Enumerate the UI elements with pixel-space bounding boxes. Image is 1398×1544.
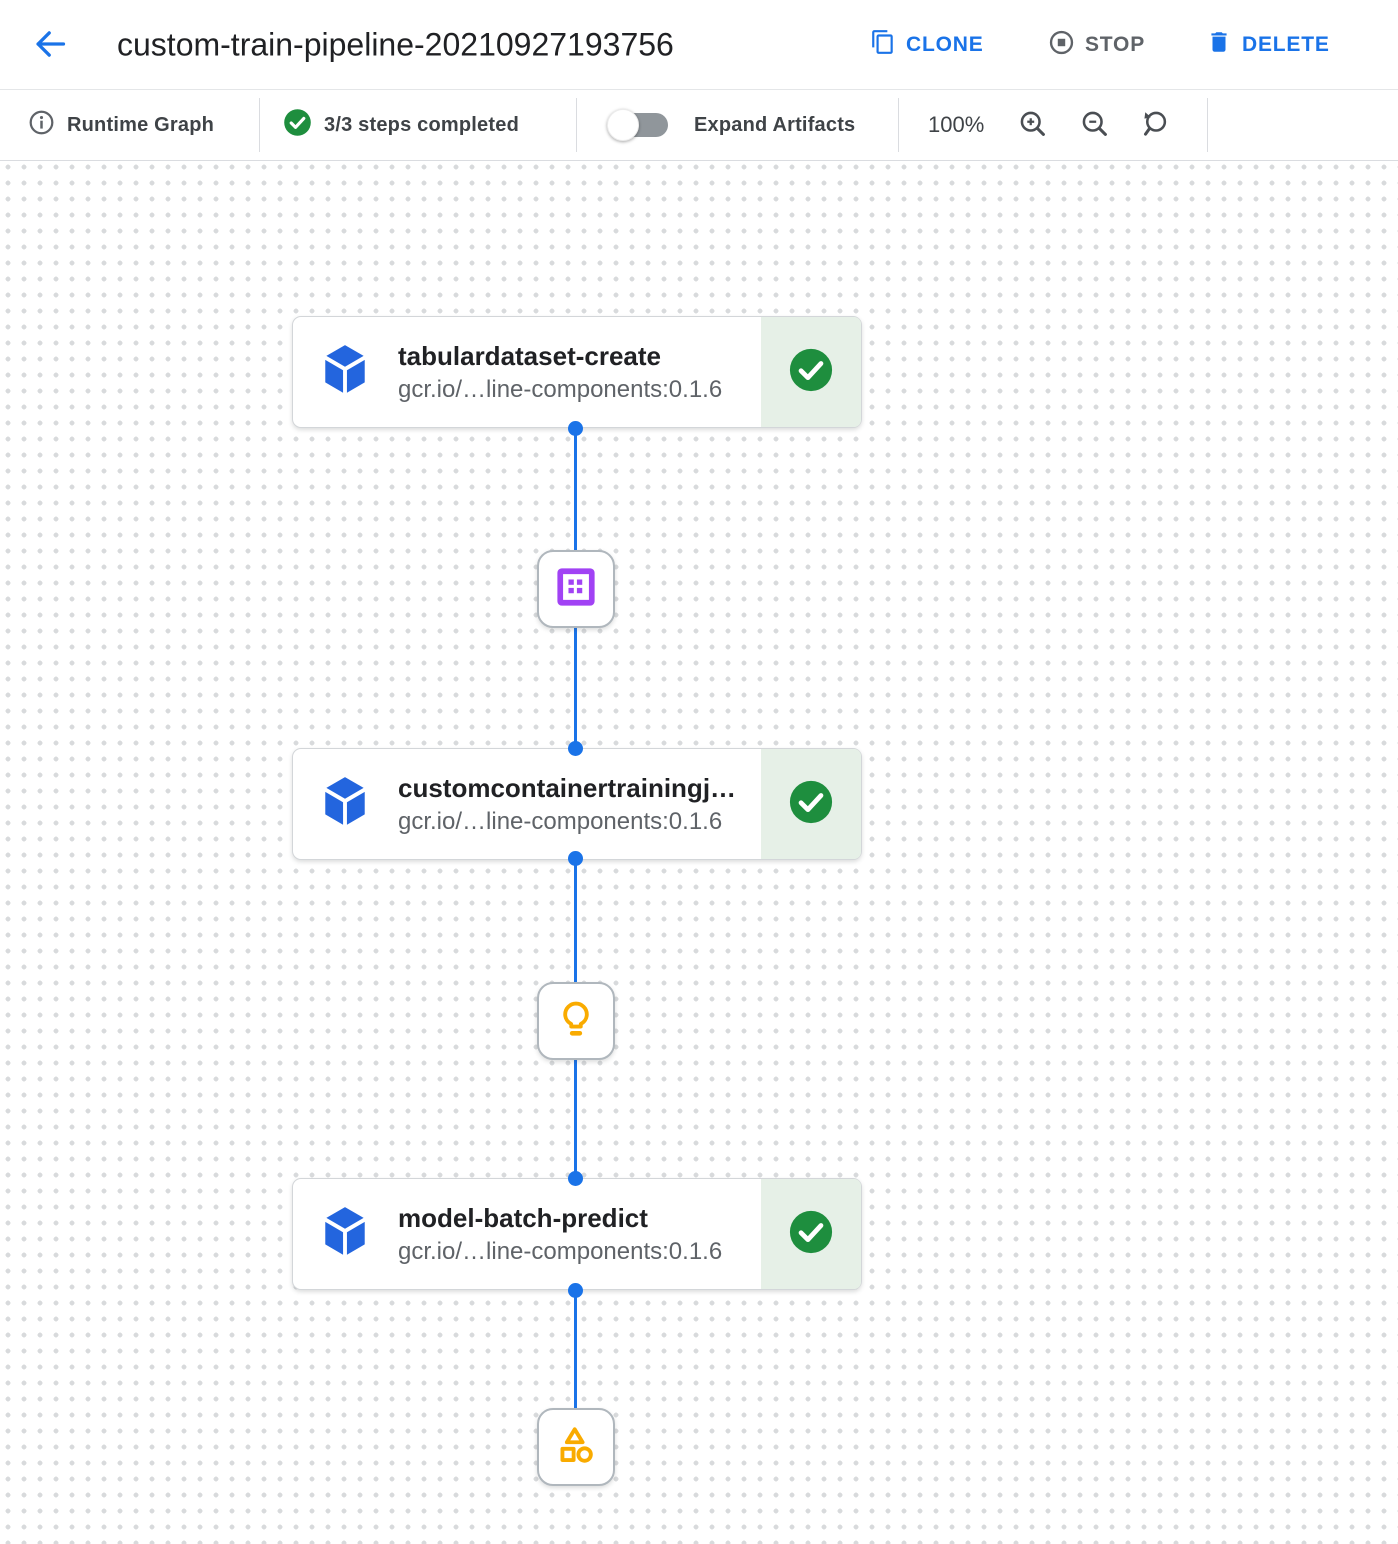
- info-icon[interactable]: [28, 109, 55, 141]
- success-check-icon: [788, 779, 834, 830]
- component-cube-icon: [319, 1203, 371, 1266]
- step-image-path: gcr.io/…line-components:0.1.6: [398, 1237, 723, 1265]
- edge-port-dot: [568, 421, 583, 436]
- stop-button[interactable]: STOP: [1048, 0, 1145, 90]
- success-check-icon: [788, 347, 834, 398]
- artifact-node-generic[interactable]: [537, 1408, 615, 1486]
- zoom-level-group: 100%: [928, 90, 984, 160]
- step-image-path: gcr.io/…line-components:0.1.6: [398, 807, 723, 835]
- graph-toolbar: Runtime Graph 3/3 steps completed Expand…: [0, 90, 1398, 161]
- step-node-tabulardataset-create[interactable]: tabulardataset-create gcr.io/…line-compo…: [292, 316, 862, 428]
- edge-port-dot: [568, 1283, 583, 1298]
- step-node-customcontainertrainingjob[interactable]: customcontainertrainingj… gcr.io/…line-c…: [292, 748, 862, 860]
- pipeline-canvas[interactable]: tabulardataset-create gcr.io/…line-compo…: [0, 161, 1398, 1544]
- edge-port-dot: [568, 741, 583, 756]
- model-icon: [554, 997, 598, 1046]
- clone-button-label: CLONE: [906, 33, 984, 56]
- step-status-section: [761, 749, 861, 859]
- step-image-path: gcr.io/…line-components:0.1.6: [398, 375, 723, 403]
- zoom-in-button[interactable]: [1016, 108, 1050, 142]
- step-text: model-batch-predict gcr.io/…line-compone…: [398, 1203, 722, 1266]
- generic-artifact-icon: [554, 1423, 598, 1472]
- stop-icon: [1048, 29, 1075, 62]
- back-button[interactable]: [24, 19, 76, 71]
- zoom-level-value: 100%: [928, 112, 985, 137]
- toolbar-divider: [259, 98, 260, 152]
- header: custom-train-pipeline-20210927193756 CLO…: [0, 0, 1398, 90]
- zoom-out-icon: [1079, 108, 1111, 143]
- clone-icon: [870, 29, 896, 61]
- step-status-section: [761, 1179, 861, 1289]
- toolbar-divider: [576, 98, 577, 152]
- step-title: tabulardataset-create: [398, 340, 661, 371]
- steps-status-label: 3/3 steps completed: [324, 113, 519, 136]
- steps-status-group: 3/3 steps completed: [283, 90, 519, 160]
- edge-port-dot: [568, 851, 583, 866]
- edge-port-dot: [568, 1171, 583, 1186]
- expand-artifacts-group: Expand Artifacts: [607, 90, 856, 160]
- edge-line: [574, 1290, 577, 1412]
- page-title: custom-train-pipeline-20210927193756: [117, 26, 674, 63]
- toolbar-divider: [898, 98, 899, 152]
- success-check-icon: [788, 1209, 834, 1260]
- artifact-node-model[interactable]: [537, 982, 615, 1060]
- step-title: customcontainertrainingj…: [398, 772, 737, 803]
- toolbar-divider: [1207, 98, 1208, 152]
- dataset-icon: [554, 565, 598, 614]
- clone-button[interactable]: CLONE: [870, 0, 984, 90]
- zoom-out-button[interactable]: [1078, 108, 1112, 142]
- toggle-knob: [607, 109, 639, 141]
- zoom-controls: [1016, 90, 1174, 160]
- step-node-model-batch-predict[interactable]: model-batch-predict gcr.io/…line-compone…: [292, 1178, 862, 1290]
- steps-check-icon: [283, 108, 312, 142]
- zoom-in-icon: [1017, 108, 1049, 143]
- zoom-reset-button[interactable]: [1140, 108, 1174, 142]
- step-status-section: [761, 317, 861, 427]
- arrow-back-icon: [31, 25, 69, 66]
- runtime-graph-group: Runtime Graph: [28, 90, 214, 160]
- view-label: Runtime Graph: [67, 113, 215, 136]
- step-title: model-batch-predict: [398, 1202, 648, 1233]
- artifact-node-dataset[interactable]: [537, 550, 615, 628]
- zoom-reset-icon: [1141, 108, 1173, 143]
- step-text: tabulardataset-create gcr.io/…line-compo…: [398, 341, 722, 404]
- delete-button-label: DELETE: [1242, 33, 1330, 56]
- delete-button[interactable]: DELETE: [1206, 0, 1330, 90]
- stop-button-label: STOP: [1085, 33, 1145, 56]
- step-text: customcontainertrainingj… gcr.io/…line-c…: [398, 773, 736, 836]
- delete-icon: [1206, 29, 1232, 61]
- expand-artifacts-toggle[interactable]: [607, 109, 668, 141]
- component-cube-icon: [319, 341, 371, 404]
- expand-artifacts-label: Expand Artifacts: [694, 113, 856, 136]
- component-cube-icon: [319, 773, 371, 836]
